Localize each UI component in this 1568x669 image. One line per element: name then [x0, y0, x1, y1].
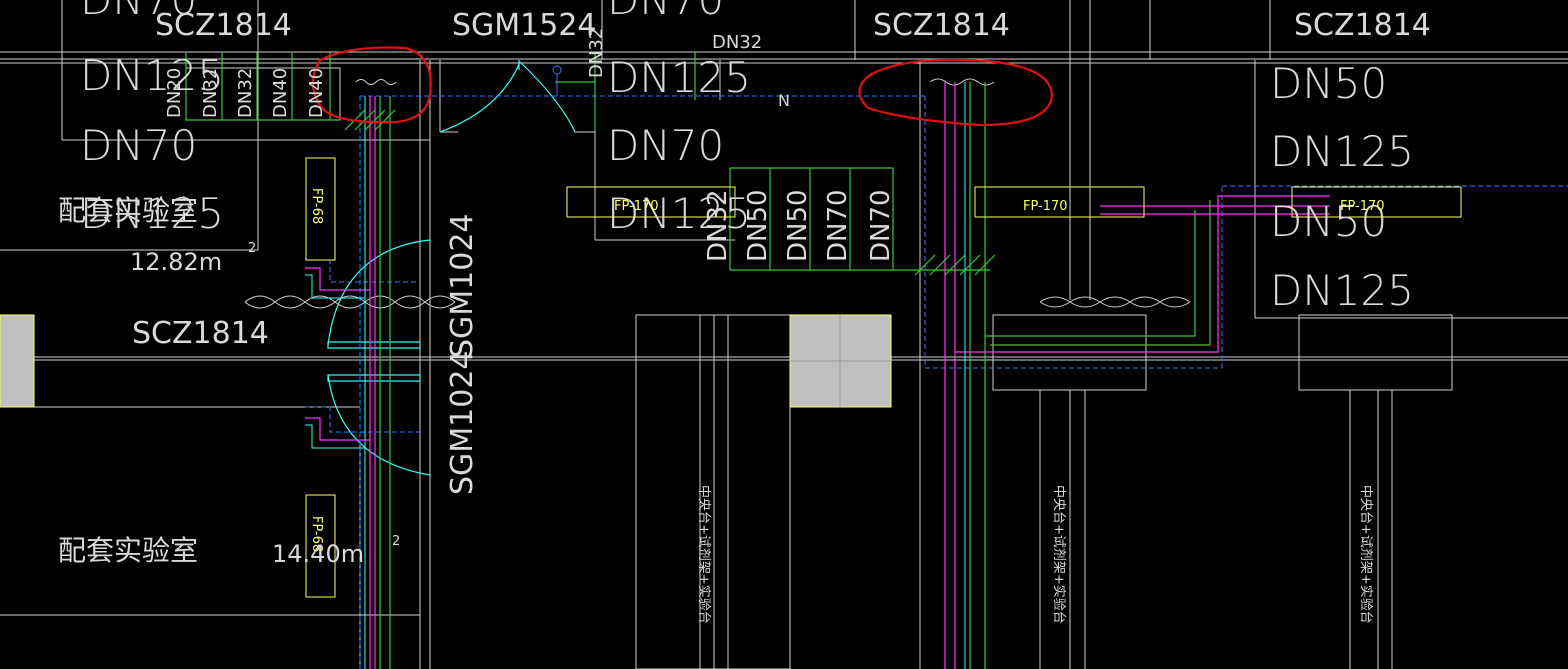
fan-coils [305, 157, 1462, 598]
pipes-cyan [305, 82, 966, 669]
door-swings [327, 60, 576, 476]
label-left-dn70: DN70 [80, 121, 197, 170]
label-n: N [778, 91, 790, 110]
pipe-tag-2: DN32 [200, 68, 221, 118]
fan-coil-fp170-right-b [1291, 186, 1462, 218]
label-sgm-top: SGM1524 [452, 8, 597, 43]
fan-coil-fp170-mid [566, 186, 736, 218]
pipes-blue [305, 95, 1568, 669]
label-left-room: 配套实验室 [58, 194, 198, 227]
pipe-break-marks [344, 109, 996, 276]
label-lower-area-sup: 2 [392, 534, 400, 549]
label-sgm-a: SGM1024 [445, 213, 480, 358]
label-lower-room: 配套实验室 [58, 534, 198, 567]
label-scz-lower: SCZ1814 [132, 316, 269, 351]
label-mid-dn125: DN125 [607, 53, 751, 102]
label-mid-dn125-lower: DN125 [607, 189, 751, 238]
label-scz-right: SCZ1814 [1294, 8, 1431, 43]
red-markup-circles [311, 46, 1054, 127]
fan-coil-fp68-lower [305, 494, 336, 598]
pipe-tag-4: DN40 [270, 68, 291, 118]
label-fp170-right-b: FP-170 [1340, 199, 1385, 214]
label-left-overlap: DN125 [80, 189, 224, 238]
text-labels: SCZ1814 SGM1524 SCZ1814 SCZ1814 DN32 DN3… [58, 0, 1431, 624]
label-fp68-upper: FP-68 [309, 188, 324, 224]
label-lower-area: 14.40m [272, 540, 364, 568]
label-mid-dn70: DN70 [607, 121, 724, 170]
mid-pipe-tag-5: DN70 [866, 189, 896, 262]
label-right-4: DN125 [1270, 266, 1414, 315]
fan-coil-fp68-upper [305, 157, 336, 261]
label-right-1: DN50 [1270, 59, 1387, 108]
label-fp170-right-a: FP-170 [1023, 199, 1068, 214]
flex-joints [244, 78, 1191, 309]
mid-pipe-tag-2: DN50 [743, 189, 773, 262]
label-sgm-b: SGM1024 [445, 350, 480, 495]
label-dn32-horizontal: DN32 [712, 32, 762, 53]
pipes-magenta [305, 82, 1330, 669]
column-note-b: 中央台+试剂架+实验台 [1051, 485, 1067, 624]
label-fp170-mid: FP-170 [614, 199, 659, 214]
structural-columns [0, 314, 892, 408]
column-left [0, 314, 35, 408]
mid-pipe-tag-1: DN32 [703, 189, 733, 262]
column-note-a: 中央台+试剂架+实验台 [696, 485, 712, 624]
valve-symbol [552, 65, 562, 96]
mid-pipe-tag-4: DN70 [823, 189, 853, 262]
label-scz-mid: SCZ1814 [873, 8, 1010, 43]
label-left-area-sup: 2 [248, 241, 256, 256]
pipe-tag-3: DN32 [235, 68, 256, 118]
label-dn70-top-mid: DN70 [607, 0, 724, 24]
pipes-green [185, 52, 1211, 669]
mid-pipe-tag-3: DN50 [783, 189, 813, 262]
label-left-dn125: DN125 [80, 51, 224, 100]
label-fp68-lower: FP-68 [309, 516, 324, 552]
label-dn70-top-left: DN70 [80, 0, 197, 24]
fan-coil-fp170-right-a [974, 186, 1145, 218]
column-note-c: 中央台+试剂架+实验台 [1358, 485, 1374, 624]
pipe-tag-1: DN20 [164, 68, 185, 118]
label-right-3: DN50 [1270, 197, 1387, 246]
label-scz-left: SCZ1814 [155, 8, 292, 43]
label-right-2: DN125 [1270, 127, 1414, 176]
label-left-area: 12.82m [130, 248, 222, 276]
label-dn32-vertical: DN32 [586, 28, 607, 78]
pipe-tag-5: DN40 [306, 68, 327, 118]
